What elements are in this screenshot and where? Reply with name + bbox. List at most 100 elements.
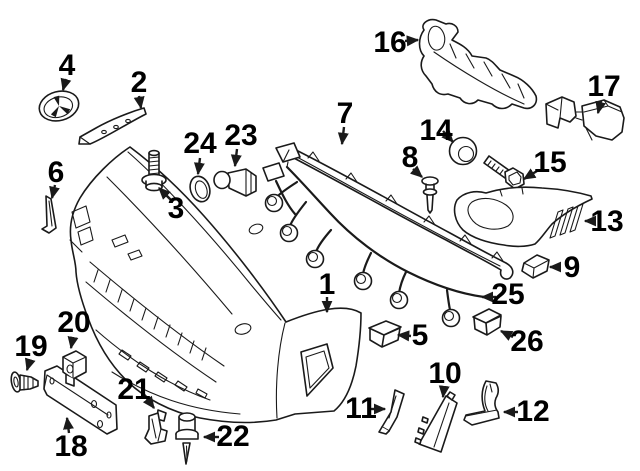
callouts: 1 2 3 4 5 6 7 8 (14, 26, 623, 463)
callout-14-arrow (441, 129, 454, 143)
callout-24-arrow (193, 157, 205, 176)
callout-20-label[interactable]: 20 (57, 306, 90, 339)
part-wiring-harness (262, 142, 486, 328)
callout-19-arrow (24, 357, 36, 372)
callout-13[interactable]: 13 (583, 205, 624, 238)
part-temp-sensor (175, 412, 199, 465)
callout-21-arrow (142, 392, 155, 410)
callout-26-label[interactable]: 26 (510, 325, 543, 358)
part-deflector-blade (378, 389, 405, 435)
part-stud-bolt (141, 149, 167, 192)
part-outer-cover-plate (414, 391, 458, 453)
callout-26-arrow (499, 329, 514, 341)
part-retainer-clip-21 (144, 409, 168, 445)
callout-23-arrow (230, 148, 242, 168)
part-lower-side-bracket (453, 186, 593, 248)
callout-14-label[interactable]: 14 (419, 114, 453, 147)
callout-10-arrow (438, 385, 450, 399)
callout-8-label[interactable]: 8 (402, 141, 419, 174)
callout-7[interactable]: 7 (337, 97, 354, 146)
callout-20-arrow (67, 335, 79, 350)
callout-10[interactable]: 10 (428, 357, 462, 399)
callout-18-arrow (63, 416, 74, 434)
callout-1[interactable]: 1 (319, 268, 336, 314)
callout-16[interactable]: 16 (373, 26, 420, 59)
callout-6-arrow (49, 184, 60, 200)
callout-6[interactable]: 6 (48, 156, 65, 200)
part-plate-mount-bracket (62, 350, 87, 387)
callout-2-arrow (133, 95, 145, 110)
callout-16-arrow (404, 35, 420, 47)
callout-2[interactable]: 2 (131, 66, 148, 110)
callout-12-label[interactable]: 12 (516, 395, 549, 428)
callout-7-arrow (337, 126, 349, 146)
callout-19-label[interactable]: 19 (14, 330, 47, 363)
part-impact-absorber (418, 18, 538, 110)
callout-18-label[interactable]: 18 (54, 430, 87, 463)
callout-5-arrow (396, 330, 412, 342)
callout-4-arrow (60, 77, 72, 92)
callout-24-label[interactable]: 24 (183, 127, 217, 160)
callout-18[interactable]: 18 (54, 416, 88, 463)
callout-14[interactable]: 14 (419, 114, 454, 147)
part-license-plate-bracket (43, 365, 118, 435)
part-bumper-cover (69, 146, 362, 424)
part-grommet (448, 136, 478, 166)
callout-20[interactable]: 20 (57, 306, 91, 350)
part-clip-9 (521, 254, 550, 279)
callout-11[interactable]: 11 (345, 392, 387, 425)
part-push-pin (10, 371, 39, 393)
callout-23[interactable]: 23 (224, 119, 258, 168)
callout-4[interactable]: 4 (59, 49, 76, 92)
callout-3[interactable]: 3 (158, 187, 185, 225)
callout-24[interactable]: 24 (183, 127, 217, 176)
callout-3-label[interactable]: 3 (168, 192, 185, 225)
callout-16-label[interactable]: 16 (373, 26, 406, 59)
callout-5-label[interactable]: 5 (412, 319, 429, 352)
callout-12[interactable]: 12 (502, 395, 550, 428)
part-corner-bracket-12 (463, 380, 500, 426)
callout-7-label[interactable]: 7 (337, 97, 354, 130)
part-expansion-rivet (421, 176, 439, 214)
callout-15-arrow (522, 168, 538, 181)
callout-23-label[interactable]: 23 (224, 119, 257, 152)
part-hex-bolt (483, 155, 525, 190)
callout-17[interactable]: 17 (587, 70, 621, 115)
callout-9[interactable]: 9 (548, 251, 581, 284)
callout-21-label[interactable]: 21 (117, 373, 150, 406)
callout-22[interactable]: 22 (202, 420, 250, 453)
part-upper-molding (78, 107, 147, 145)
part-park-sensor (213, 168, 257, 197)
callout-1-label[interactable]: 1 (319, 268, 336, 301)
part-star-emblem (38, 90, 80, 122)
callout-3-arrow (158, 187, 174, 203)
part-sensor-seal-ring (189, 175, 211, 203)
callout-8[interactable]: 8 (402, 141, 423, 178)
part-side-bracket-strip (41, 195, 57, 234)
callout-19[interactable]: 19 (14, 330, 48, 372)
callout-8-arrow (409, 165, 423, 178)
callout-21[interactable]: 21 (117, 373, 155, 410)
callout-4-label[interactable]: 4 (59, 49, 76, 82)
part-grille-trim-strip (289, 148, 514, 280)
callout-15[interactable]: 15 (522, 146, 567, 181)
callout-17-arrow (595, 100, 607, 115)
callout-5[interactable]: 5 (396, 319, 429, 352)
callout-2-label[interactable]: 2 (131, 66, 148, 99)
part-clip-26 (472, 308, 502, 336)
part-outer-bracket (545, 96, 625, 141)
callout-10-label[interactable]: 10 (428, 357, 461, 390)
callout-17-label[interactable]: 17 (587, 70, 620, 103)
callout-9-label[interactable]: 9 (564, 251, 581, 284)
callout-13-label[interactable]: 13 (590, 205, 623, 238)
callout-25-label[interactable]: 25 (491, 278, 524, 311)
callout-6-label[interactable]: 6 (48, 156, 65, 189)
callout-22-label[interactable]: 22 (216, 420, 249, 453)
callout-11-label[interactable]: 11 (345, 392, 377, 425)
parts-artwork (10, 18, 625, 465)
callout-26[interactable]: 26 (499, 325, 544, 358)
callout-25[interactable]: 25 (480, 278, 525, 311)
callout-15-label[interactable]: 15 (533, 146, 566, 179)
